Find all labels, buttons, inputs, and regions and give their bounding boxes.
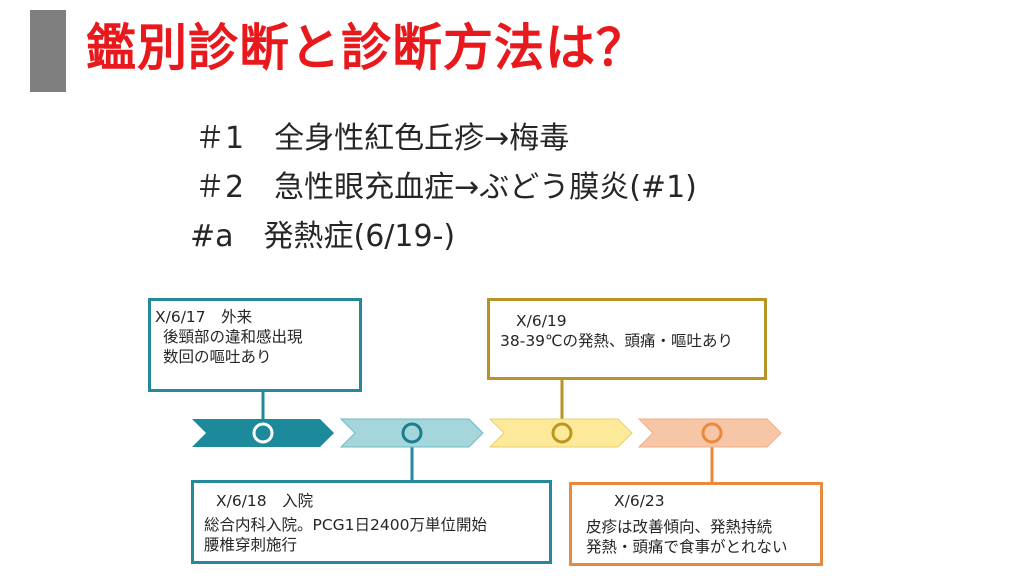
slide-title: 鑑別診断と診断方法は？ (86, 19, 647, 77)
event-date-label: X/6/17 外来 (155, 308, 253, 326)
timeline-node-4 (701, 422, 723, 444)
timeline-arrow-1 (192, 419, 334, 447)
title-accent-bar (30, 10, 66, 92)
event-detail: 発熱・頭痛で食事がとれない (586, 538, 788, 556)
timeline-node-3 (551, 422, 573, 444)
event-detail: 38-39℃の発熱、頭痛・嘔吐あり (500, 332, 733, 350)
timeline-node-2 (401, 422, 423, 444)
event-date-label: X/6/19 (516, 312, 567, 330)
timeline-node-1 (252, 422, 274, 444)
timeline-arrow-3 (488, 418, 633, 448)
event-box-x-6-19: X/6/19 38-39℃の発熱、頭痛・嘔吐あり (487, 298, 767, 380)
event-box-x-6-17: X/6/17 外来 後頸部の違和感出現 数回の嘔吐あり (148, 298, 362, 392)
diagnosis-item-1: ＃1 全身性紅色丘疹→梅毒 (195, 121, 570, 156)
event-detail: 後頸部の違和感出現 (163, 328, 303, 346)
event-detail: 皮疹は改善傾向、発熱持続 (586, 518, 773, 536)
timeline-arrow-4 (637, 418, 782, 448)
diagnosis-item-a: #a 発熱症(6/19-) (190, 219, 456, 254)
event-box-x-6-18: X/6/18 入院 総合内科入院。PCG1日2400万単位開始 腰椎穿刺施行 (191, 480, 552, 564)
diagnosis-item-2: ＃2 急性眼充血症→ぶどう膜炎(#1) (195, 170, 697, 205)
event-date-label: X/6/23 (614, 492, 665, 510)
event-detail: 総合内科入院。PCG1日2400万単位開始 (204, 516, 487, 534)
event-detail: 数回の嘔吐あり (163, 348, 272, 366)
event-date-label: X/6/18 入院 (216, 492, 314, 510)
event-detail: 腰椎穿刺施行 (204, 536, 298, 554)
timeline-arrow-2 (339, 418, 484, 448)
event-box-x-6-23: X/6/23 皮疹は改善傾向、発熱持続 発熱・頭痛で食事がとれない (569, 482, 823, 566)
